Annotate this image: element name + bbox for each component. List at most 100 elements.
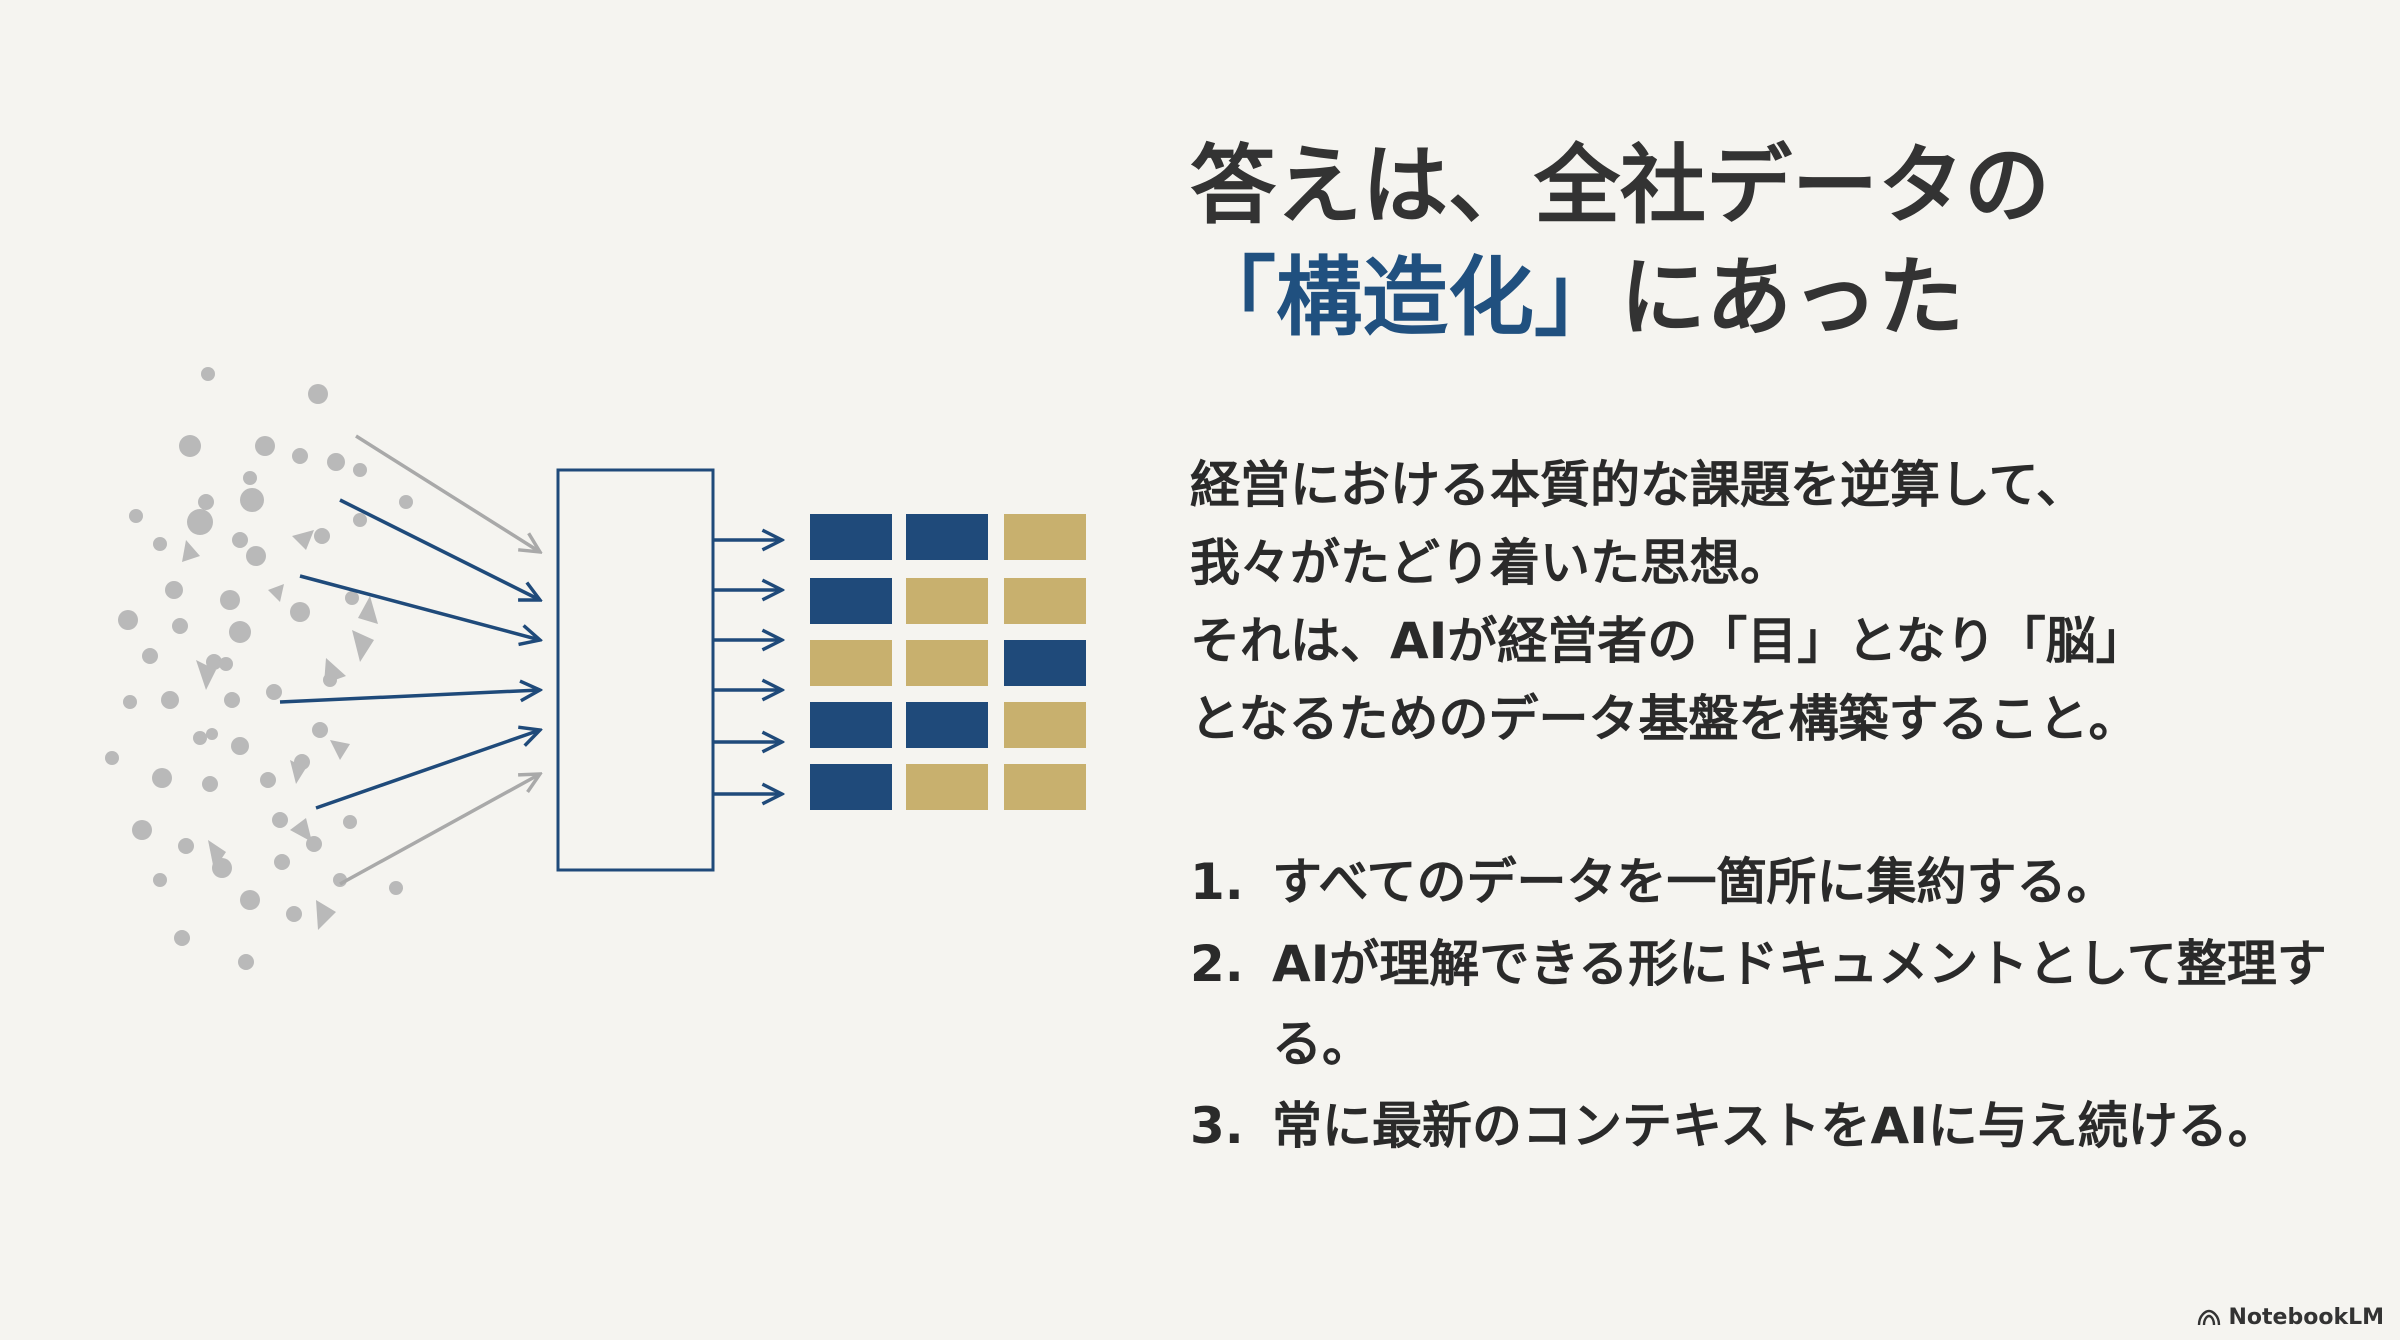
scatter-shard (290, 818, 312, 842)
grid-cell-gold (810, 640, 892, 686)
scatter-particle (231, 737, 249, 755)
scatter-particle (165, 581, 183, 599)
paragraph-line: 経営における本質的な課題を逆算して、 (1190, 456, 2086, 514)
scatter-particle (153, 873, 167, 887)
scatter-shard (182, 540, 200, 562)
scatter-particle (240, 488, 264, 512)
title-line-2-rest: にあった (1620, 248, 1964, 348)
scatter-shard (324, 658, 346, 684)
scatter-particle (255, 436, 275, 456)
scatter-particle (201, 367, 215, 381)
scatter-shard (208, 840, 226, 870)
grid-cell-blue (810, 514, 892, 560)
scatter-shard (352, 630, 374, 662)
scatter-shard (196, 660, 216, 690)
scatter-particle (238, 954, 254, 970)
scatter-particle (123, 695, 137, 709)
grid-cell-blue (810, 702, 892, 748)
scatter-particle (198, 494, 214, 510)
scatter-particle (178, 838, 194, 854)
scatter-particle (132, 820, 152, 840)
scatter-particle (292, 448, 308, 464)
scatter-particle (152, 768, 172, 788)
input-arrow (299, 574, 540, 640)
grid-cell-gold (1004, 764, 1086, 810)
scatter-particle (142, 648, 158, 664)
scatter-particle (345, 591, 359, 605)
step-item: 1. すべてのデータを一箇所に集約する。 (1190, 842, 2350, 922)
step-number: 2. (1190, 935, 1244, 993)
grid-cell-blue (906, 514, 988, 560)
scatter-particle (327, 453, 345, 471)
paragraph-line: それは、AIが経営者の「目」となり「脳」 (1190, 612, 2146, 670)
input-arrows (279, 434, 540, 886)
scatter-particle (206, 728, 218, 740)
scatter-particle (260, 772, 276, 788)
structured-data-grid (810, 514, 1086, 810)
scatter-particle (389, 881, 403, 895)
grid-cell-gold (1004, 702, 1086, 748)
grid-cell-gold (906, 640, 988, 686)
grid-cell-blue (1004, 640, 1086, 686)
step-item: 2.AIが理解できる形にドキュメントとして整理する。 (1190, 924, 2350, 1084)
scatter-particle (229, 621, 251, 643)
scatter-particle (232, 532, 248, 548)
slide-title: 答えは、全社データの 「構造化」にあった (1190, 130, 2350, 354)
scatter-shard (290, 760, 306, 784)
scatter-particle (179, 435, 201, 457)
output-arrows (714, 540, 782, 794)
grid-cell-blue (810, 764, 892, 810)
scatter-particle (219, 657, 233, 671)
scatter-particle (118, 610, 138, 630)
scatter-particle (105, 751, 119, 765)
grid-cell-blue (906, 702, 988, 748)
scatter-particle (314, 528, 330, 544)
input-arrow (339, 498, 540, 600)
title-line-1: 答えは、全社データの (1190, 136, 2050, 236)
notebooklm-icon (2197, 1309, 2220, 1325)
input-arrow (339, 774, 540, 886)
scatter-particle (286, 906, 302, 922)
scatter-particle (224, 692, 240, 708)
scatter-particle (274, 854, 290, 870)
scatter-particle (353, 463, 367, 477)
scattered-data-particles (105, 367, 413, 970)
grid-cell-gold (1004, 578, 1086, 624)
scatter-particle (202, 776, 218, 792)
processing-box (556, 468, 715, 872)
scatter-particle (399, 495, 413, 509)
grid-cell-gold (906, 764, 988, 810)
input-arrow (355, 434, 540, 552)
scatter-particle (312, 722, 328, 738)
step-text: すべてのデータを一箇所に集約する。 (1272, 853, 2117, 911)
scatter-particle (206, 654, 222, 670)
scatter-particle (172, 618, 188, 634)
step-number: 1. (1190, 853, 1244, 911)
scatter-particle (308, 384, 328, 404)
scatter-particle (129, 509, 143, 523)
title-highlight: 「構造化」 (1190, 248, 1620, 348)
scatter-particle (174, 930, 190, 946)
scatter-shard (330, 740, 350, 760)
scatter-particle (290, 602, 310, 622)
brand-label: NotebookLM (2228, 1305, 2384, 1330)
scatter-shard (358, 596, 378, 624)
grid-cell-gold (1004, 514, 1086, 560)
scatter-particle (187, 509, 213, 535)
scatter-particle (246, 546, 266, 566)
paragraph-line: となるためのデータ基盤を構築すること。 (1190, 690, 2139, 748)
scatter-particle (193, 731, 207, 745)
scatter-shard (268, 584, 284, 602)
brand-watermark: NotebookLM (2197, 1305, 2384, 1330)
grid-cell-gold (906, 578, 988, 624)
structuring-diagram (105, 367, 1086, 970)
paragraph-line: 我々がたどり着いた思想。 (1190, 534, 1790, 592)
grid-cell-blue (810, 578, 892, 624)
scatter-particle (343, 815, 357, 829)
scatter-particle (161, 691, 179, 709)
step-item: 3.常に最新のコンテキストをAIに与え続ける。 (1190, 1086, 2350, 1166)
scatter-particle (266, 684, 282, 700)
step-number: 3. (1190, 1097, 1244, 1155)
text-panel: 答えは、全社データの 「構造化」にあった 経営における本質的な課題を逆算して、 … (1190, 130, 2350, 1168)
scatter-shard (316, 900, 336, 930)
